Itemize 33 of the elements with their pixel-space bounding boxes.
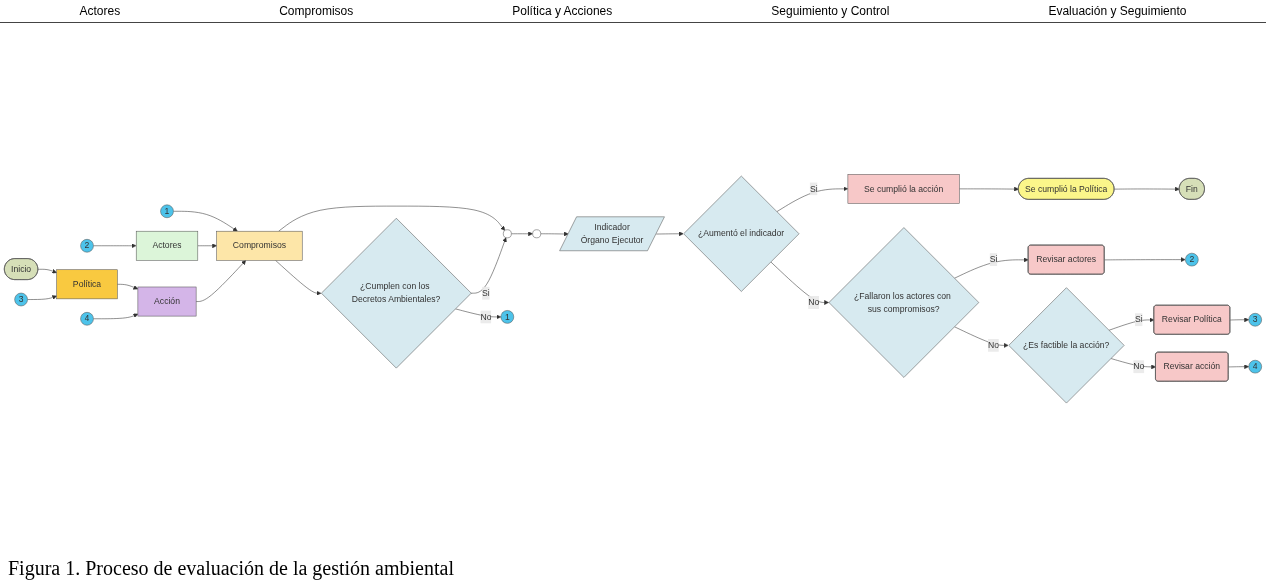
node-box: Compromisos [216,231,303,261]
node-circle [532,229,541,239]
node-circle: 2 [1185,253,1199,267]
node-box: Política [56,269,118,300]
figure-caption: Figura 1. Proceso de evaluación de la gestión ambiental [7,556,455,582]
node-box: Se cumplió la acción [847,174,960,204]
node-diamond: ¿Aumentó el indicador [683,176,800,293]
node-circle: 2 [80,239,94,253]
edge-label: Si [482,288,490,298]
node-circle: 3 [1248,313,1262,327]
node-box: Actores [135,231,199,261]
node-circle: 4 [1248,360,1262,374]
lane-header: Evaluación y Seguimiento [1048,4,1187,18]
edge-label: Si [989,255,998,265]
lane-header: Compromisos [279,4,354,18]
node-circle: 3 [14,293,28,307]
node-diamond: ¿Cumplen con los Decretos Ambientales? [321,218,472,369]
node-circle: 1 [160,204,174,219]
edge-label: No [988,340,1000,350]
node-circle: 4 [80,312,94,326]
edge-label: No [480,312,492,322]
node-circle: 1 [500,310,515,324]
node-diamond: ¿Es factible la acción? [1008,287,1125,404]
edge-label: No [808,297,820,308]
lane-header: Política y Acciones [512,4,613,18]
edge-label: Si [809,184,818,194]
edge-label: No [1133,362,1145,372]
node-circle [503,229,512,239]
node-diamond: ¿Fallaron los actores con sus compromisos? [828,227,980,378]
edge-label: Si [1135,315,1143,325]
lane-header: Actores [79,4,121,18]
lane-header: Seguimiento y Control [771,4,890,18]
node-box: Acción [137,287,197,317]
